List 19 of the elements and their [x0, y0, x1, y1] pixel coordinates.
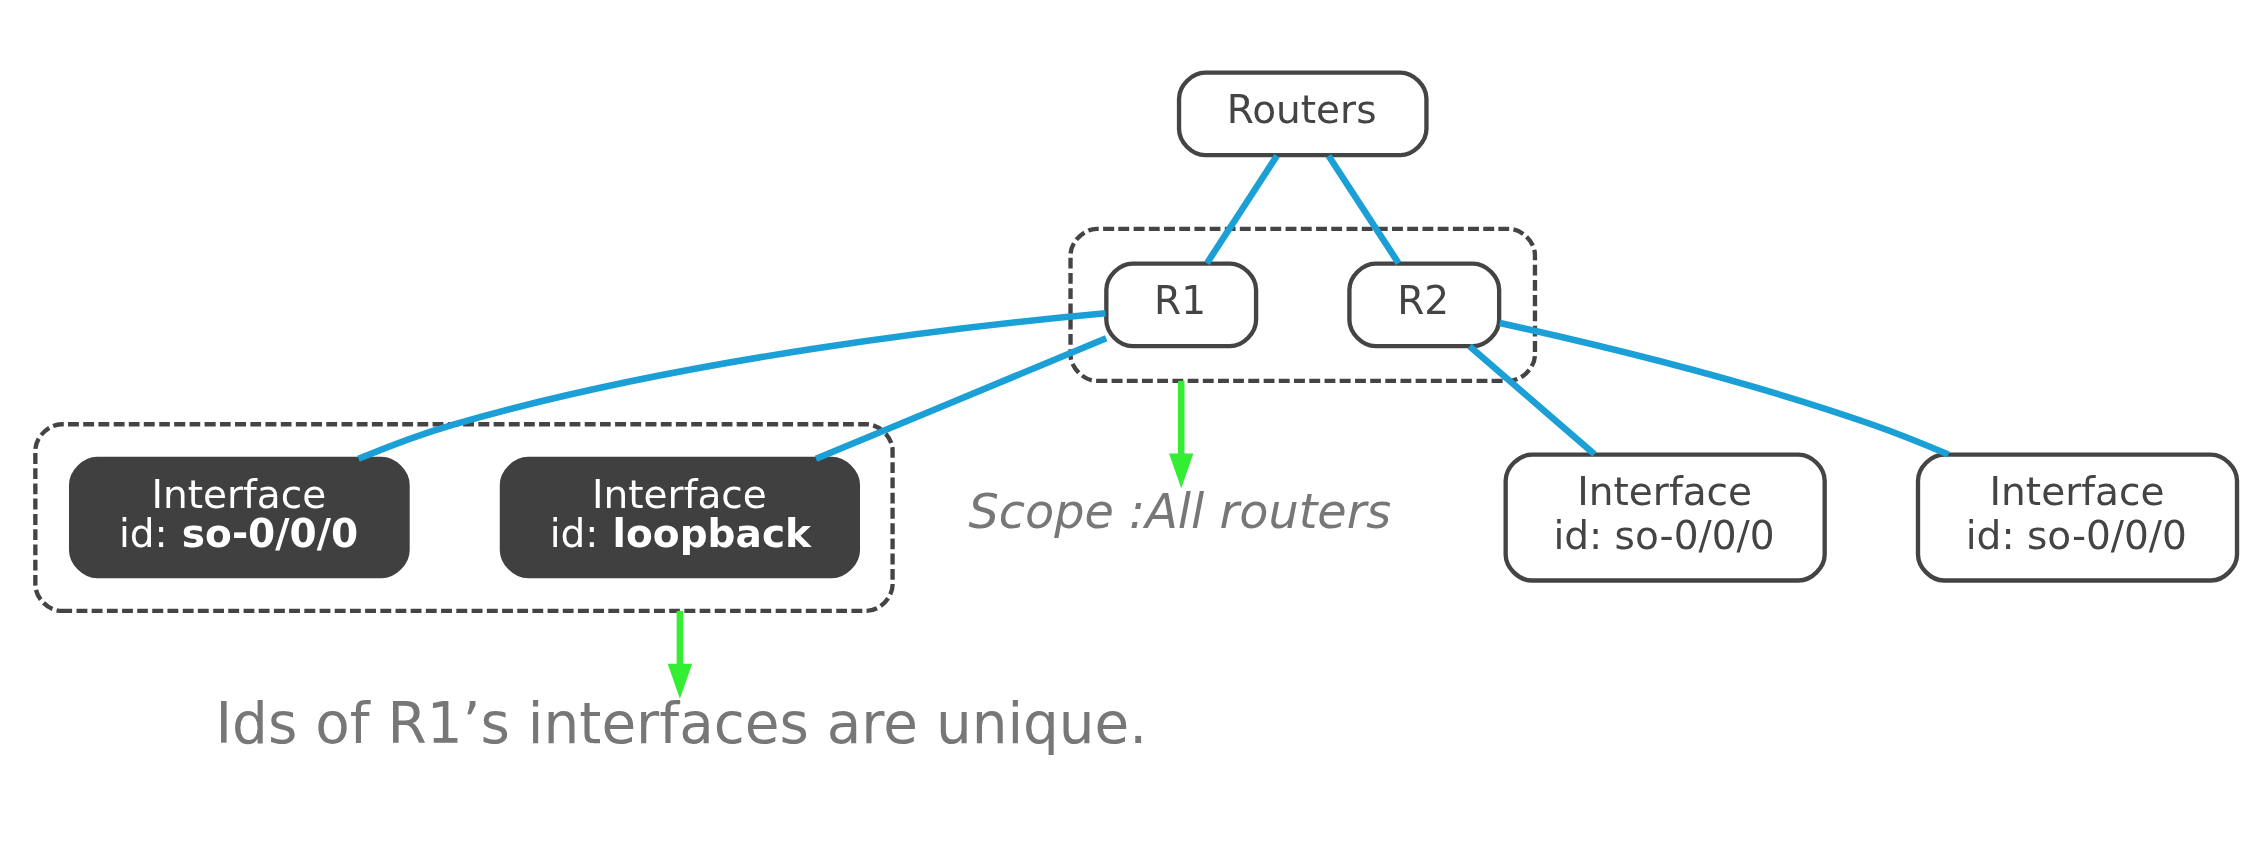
node-text: Ids of R1’s interfaces are unique. [215, 690, 1148, 756]
node-text: Scope :All routers [968, 483, 1392, 539]
connector [1467, 343, 1597, 457]
node-box: R2 [1347, 261, 1502, 349]
connector [1325, 153, 1402, 265]
node-box: Interface id: so-0/0/0 [1503, 452, 1827, 583]
connector [1499, 319, 1950, 458]
node-box: Routers [1176, 70, 1429, 158]
node-box: Interface id: loopback [499, 456, 860, 579]
node-box: Interface id: so-0/0/0 [69, 456, 410, 579]
connector [1204, 153, 1280, 265]
node-box: Interface id: so-0/0/0 [1915, 452, 2240, 583]
node-box: R1 [1104, 261, 1259, 349]
connector [357, 309, 1106, 462]
arrow [667, 610, 693, 699]
arrow [1169, 380, 1194, 489]
connector [814, 335, 1108, 462]
cluster [33, 422, 895, 614]
cluster [1068, 226, 1538, 384]
